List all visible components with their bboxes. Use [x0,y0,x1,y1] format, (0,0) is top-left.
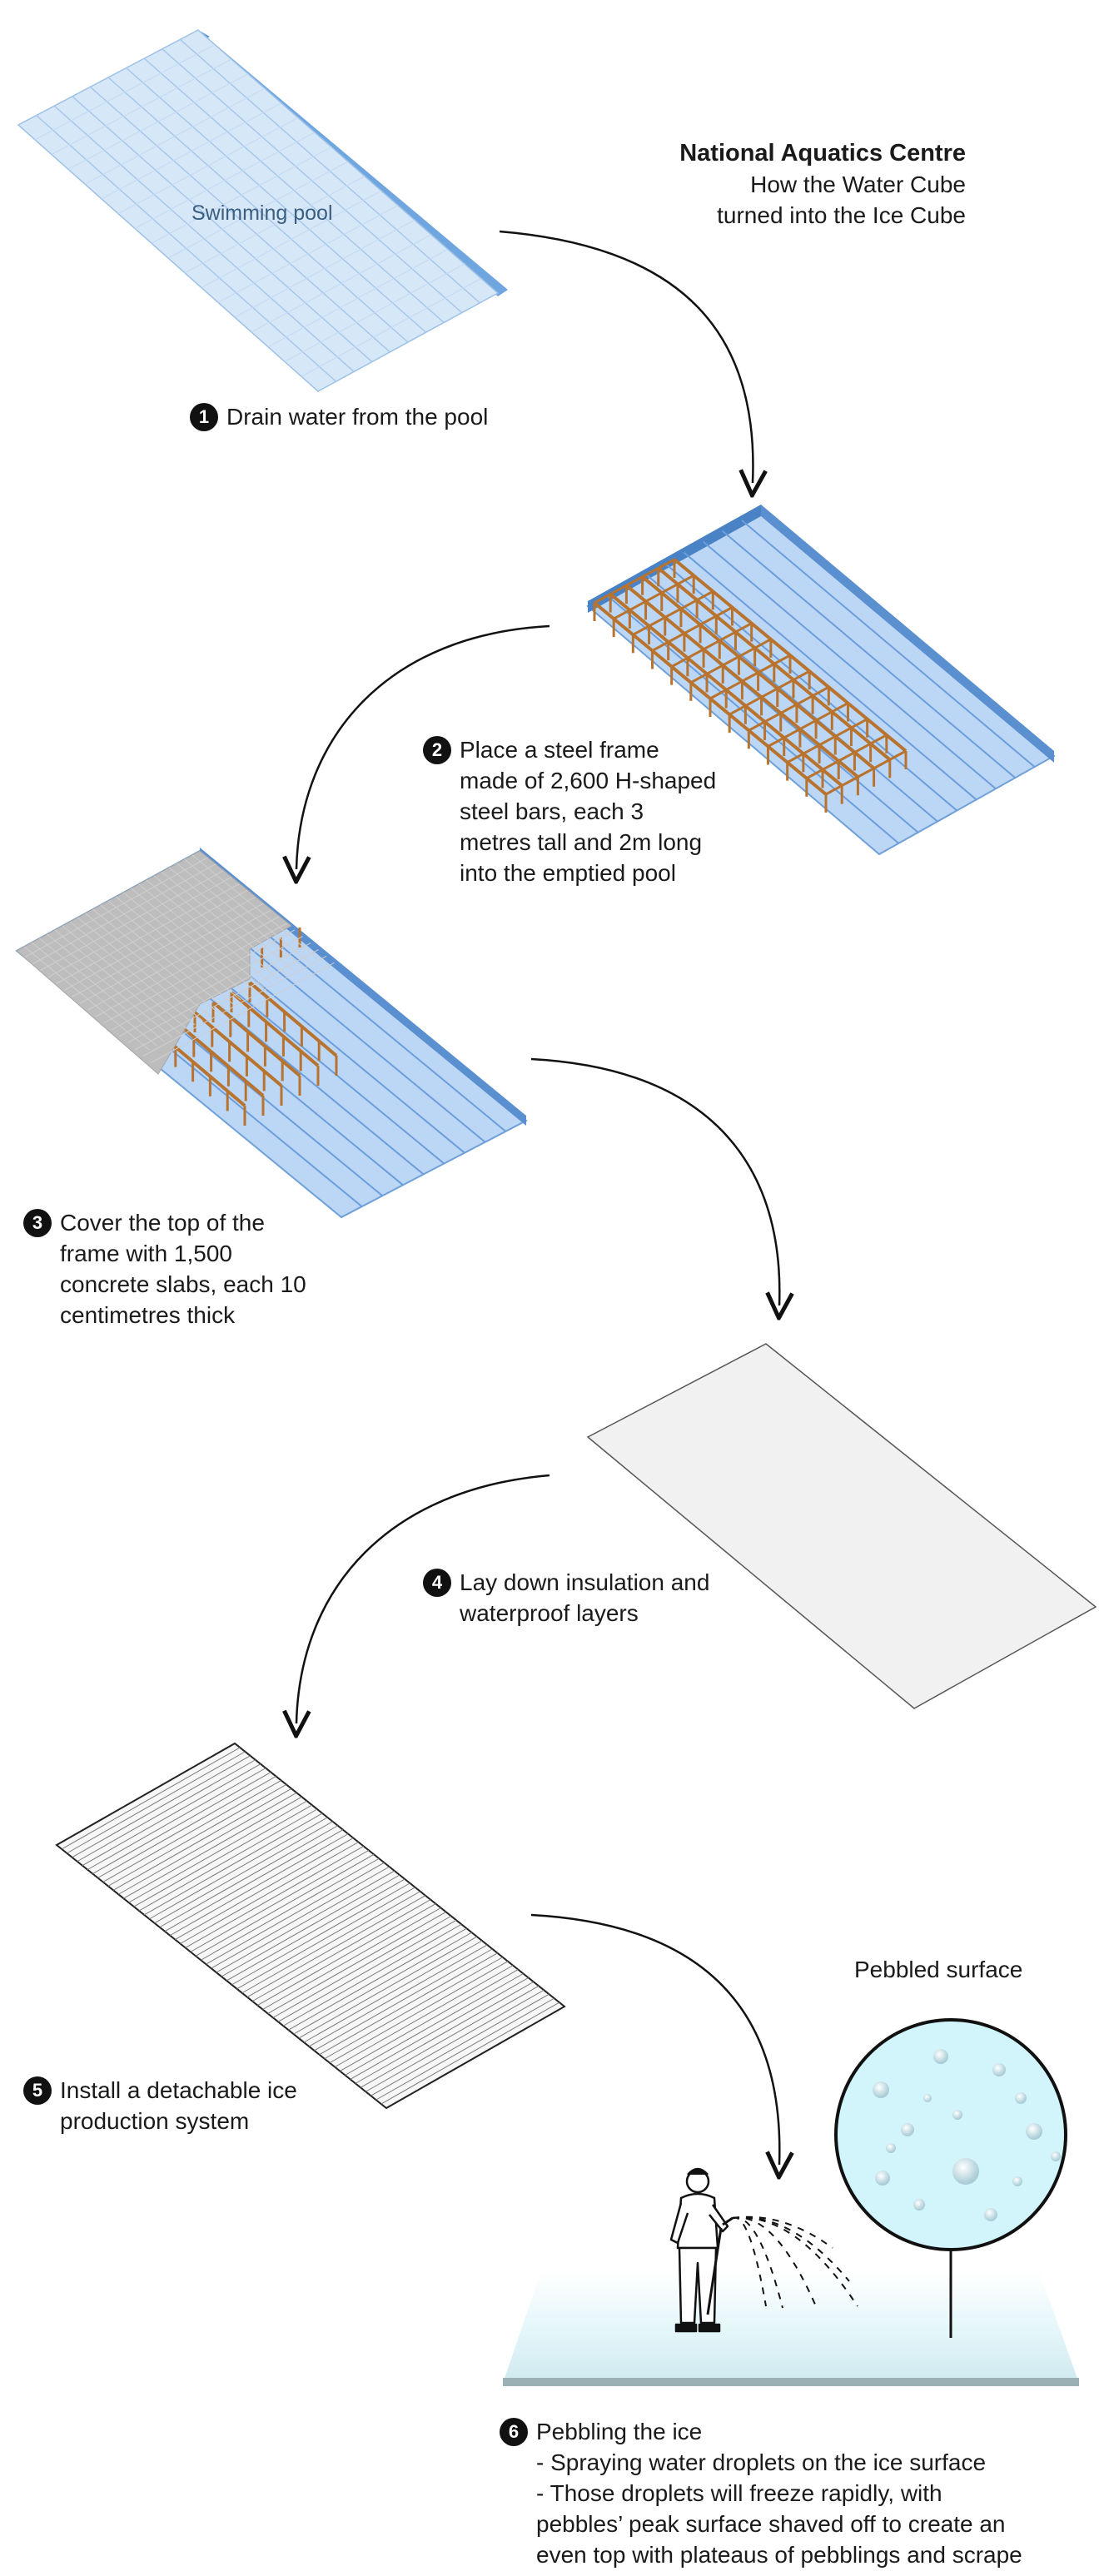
step-number-badge: 4 [423,1569,451,1597]
stage3-concrete-slabs [15,848,528,1219]
step-number-badge: 2 [423,736,451,764]
page-title: National Aquatics Centre [679,140,966,167]
step-1: 1 Drain water from the pool [190,401,488,432]
stage6-pebbling [503,2018,1079,2386]
step-text: Cover the top of the frame with 1,500 co… [60,1210,306,1328]
step-number-badge: 6 [500,2418,528,2446]
step-number-badge: 5 [23,2076,52,2105]
step-number-badge: 3 [23,1209,52,1237]
arrow-curve-icon-1 [499,230,753,483]
stage4-insulation-layer [586,1343,1097,1709]
step-2: 2 Place a steel frame made of 2,600 H-sh… [423,734,716,888]
step-text: Pebbling the ice - Spraying water drople… [536,2419,1022,2568]
step-5: 5 Install a detachable ice production sy… [23,2075,297,2136]
magnifier-circle-icon [834,2018,1067,2251]
stage1-swimming-pool [17,29,508,392]
flow-arrows [296,230,779,2165]
step-6: 6 Pebbling the ice - Spraying water drop… [500,2416,1022,2570]
step-text: Install a detachable ice production syst… [60,2077,297,2134]
step-4: 4 Lay down insulation and waterproof lay… [423,1567,709,1629]
stage2-steel-frame-pool [586,505,1056,856]
step-text: Drain water from the pool [226,404,489,430]
person-with-hose-icon [669,2167,733,2333]
step-text: Place a steel frame made of 2,600 H-shap… [460,737,717,886]
page-subtitle-line2: turned into the Ice Cube [717,202,966,228]
step-3: 3 Cover the top of the frame with 1,500 … [23,1207,306,1330]
arrow-curve-icon-4 [296,1474,550,1723]
page-subtitle-line1: How the Water Cube [750,172,966,197]
arrow-curve-icon-3 [530,1057,779,1305]
header: National Aquatics Centre How the Water C… [533,138,966,231]
pebbled-surface-label: Pebbled surface [854,1957,1023,1982]
step-text: Lay down insulation and waterproof layer… [460,1569,710,1626]
swimming-pool-label: Swimming pool [191,201,333,225]
step-number-badge: 1 [190,403,218,431]
arrow-curve-icon-2 [296,624,550,869]
arrow-curve-icon-5 [530,1913,779,2165]
stage5-ice-production-system [55,1742,566,2110]
